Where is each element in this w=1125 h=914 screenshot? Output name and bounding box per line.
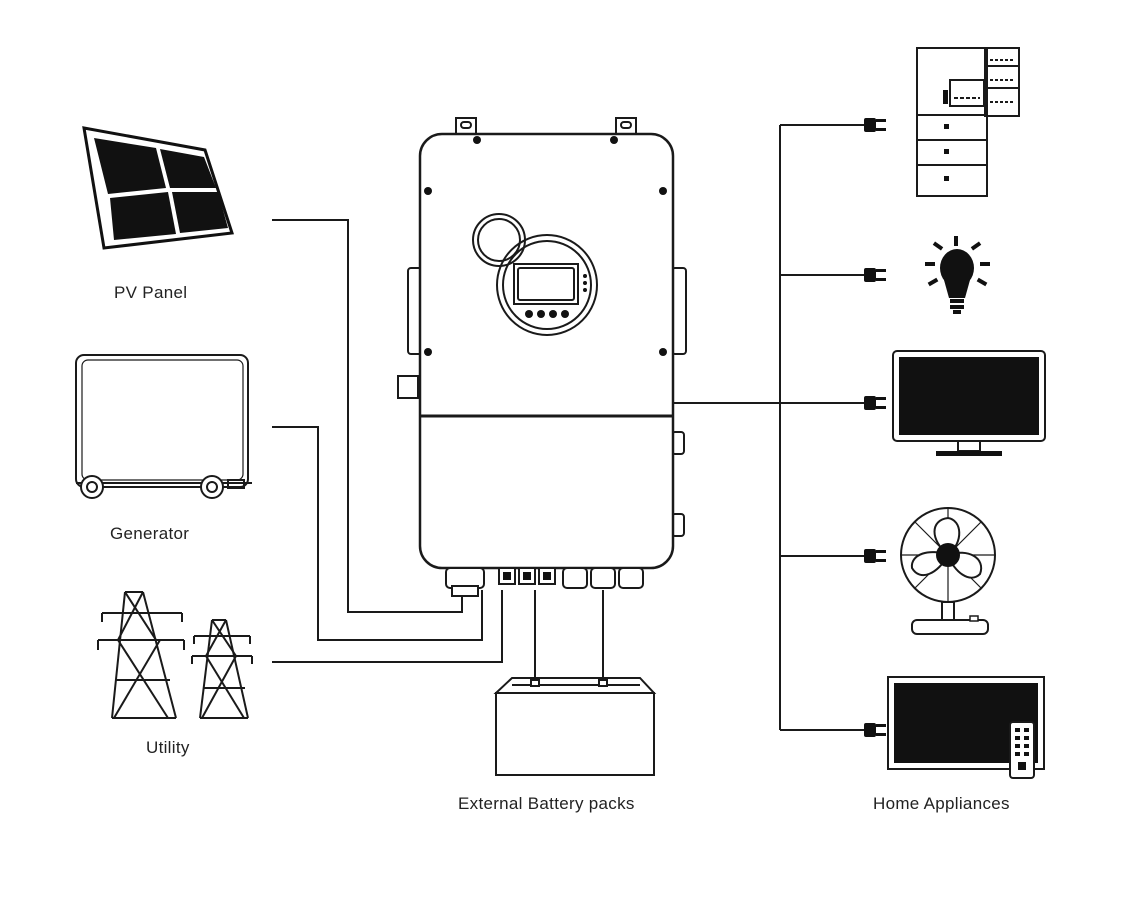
inverter-icon xyxy=(397,117,687,597)
refrigerator-icon xyxy=(916,47,1020,197)
remote-control-icon xyxy=(1009,721,1035,779)
fan-icon xyxy=(900,507,996,635)
generator-label: Generator xyxy=(110,524,190,543)
light-bulb-icon xyxy=(925,236,990,314)
plug-icon xyxy=(864,723,886,737)
wires xyxy=(272,124,864,731)
pv-panel-label: PV Panel xyxy=(114,283,188,302)
utility-label: Utility xyxy=(146,738,190,757)
power-tower-icon xyxy=(97,591,185,719)
plug-icon xyxy=(864,396,886,410)
generator-wire xyxy=(272,426,483,641)
monitor-icon xyxy=(892,350,1046,456)
utility-wire xyxy=(272,590,503,663)
generator-icon xyxy=(75,354,252,499)
power-tower-icon xyxy=(191,619,253,719)
solar-panel-icon xyxy=(82,126,234,250)
plug-icon xyxy=(864,268,886,282)
home-appliances-label: Home Appliances xyxy=(873,794,1010,813)
refrigerator-handles xyxy=(943,90,949,181)
pv-wire xyxy=(272,219,463,613)
plug-icon xyxy=(864,118,886,132)
battery-icon xyxy=(493,677,657,776)
plug-icon xyxy=(864,549,886,563)
plug-icons xyxy=(864,118,886,737)
battery-label: External Battery packs xyxy=(458,794,635,813)
